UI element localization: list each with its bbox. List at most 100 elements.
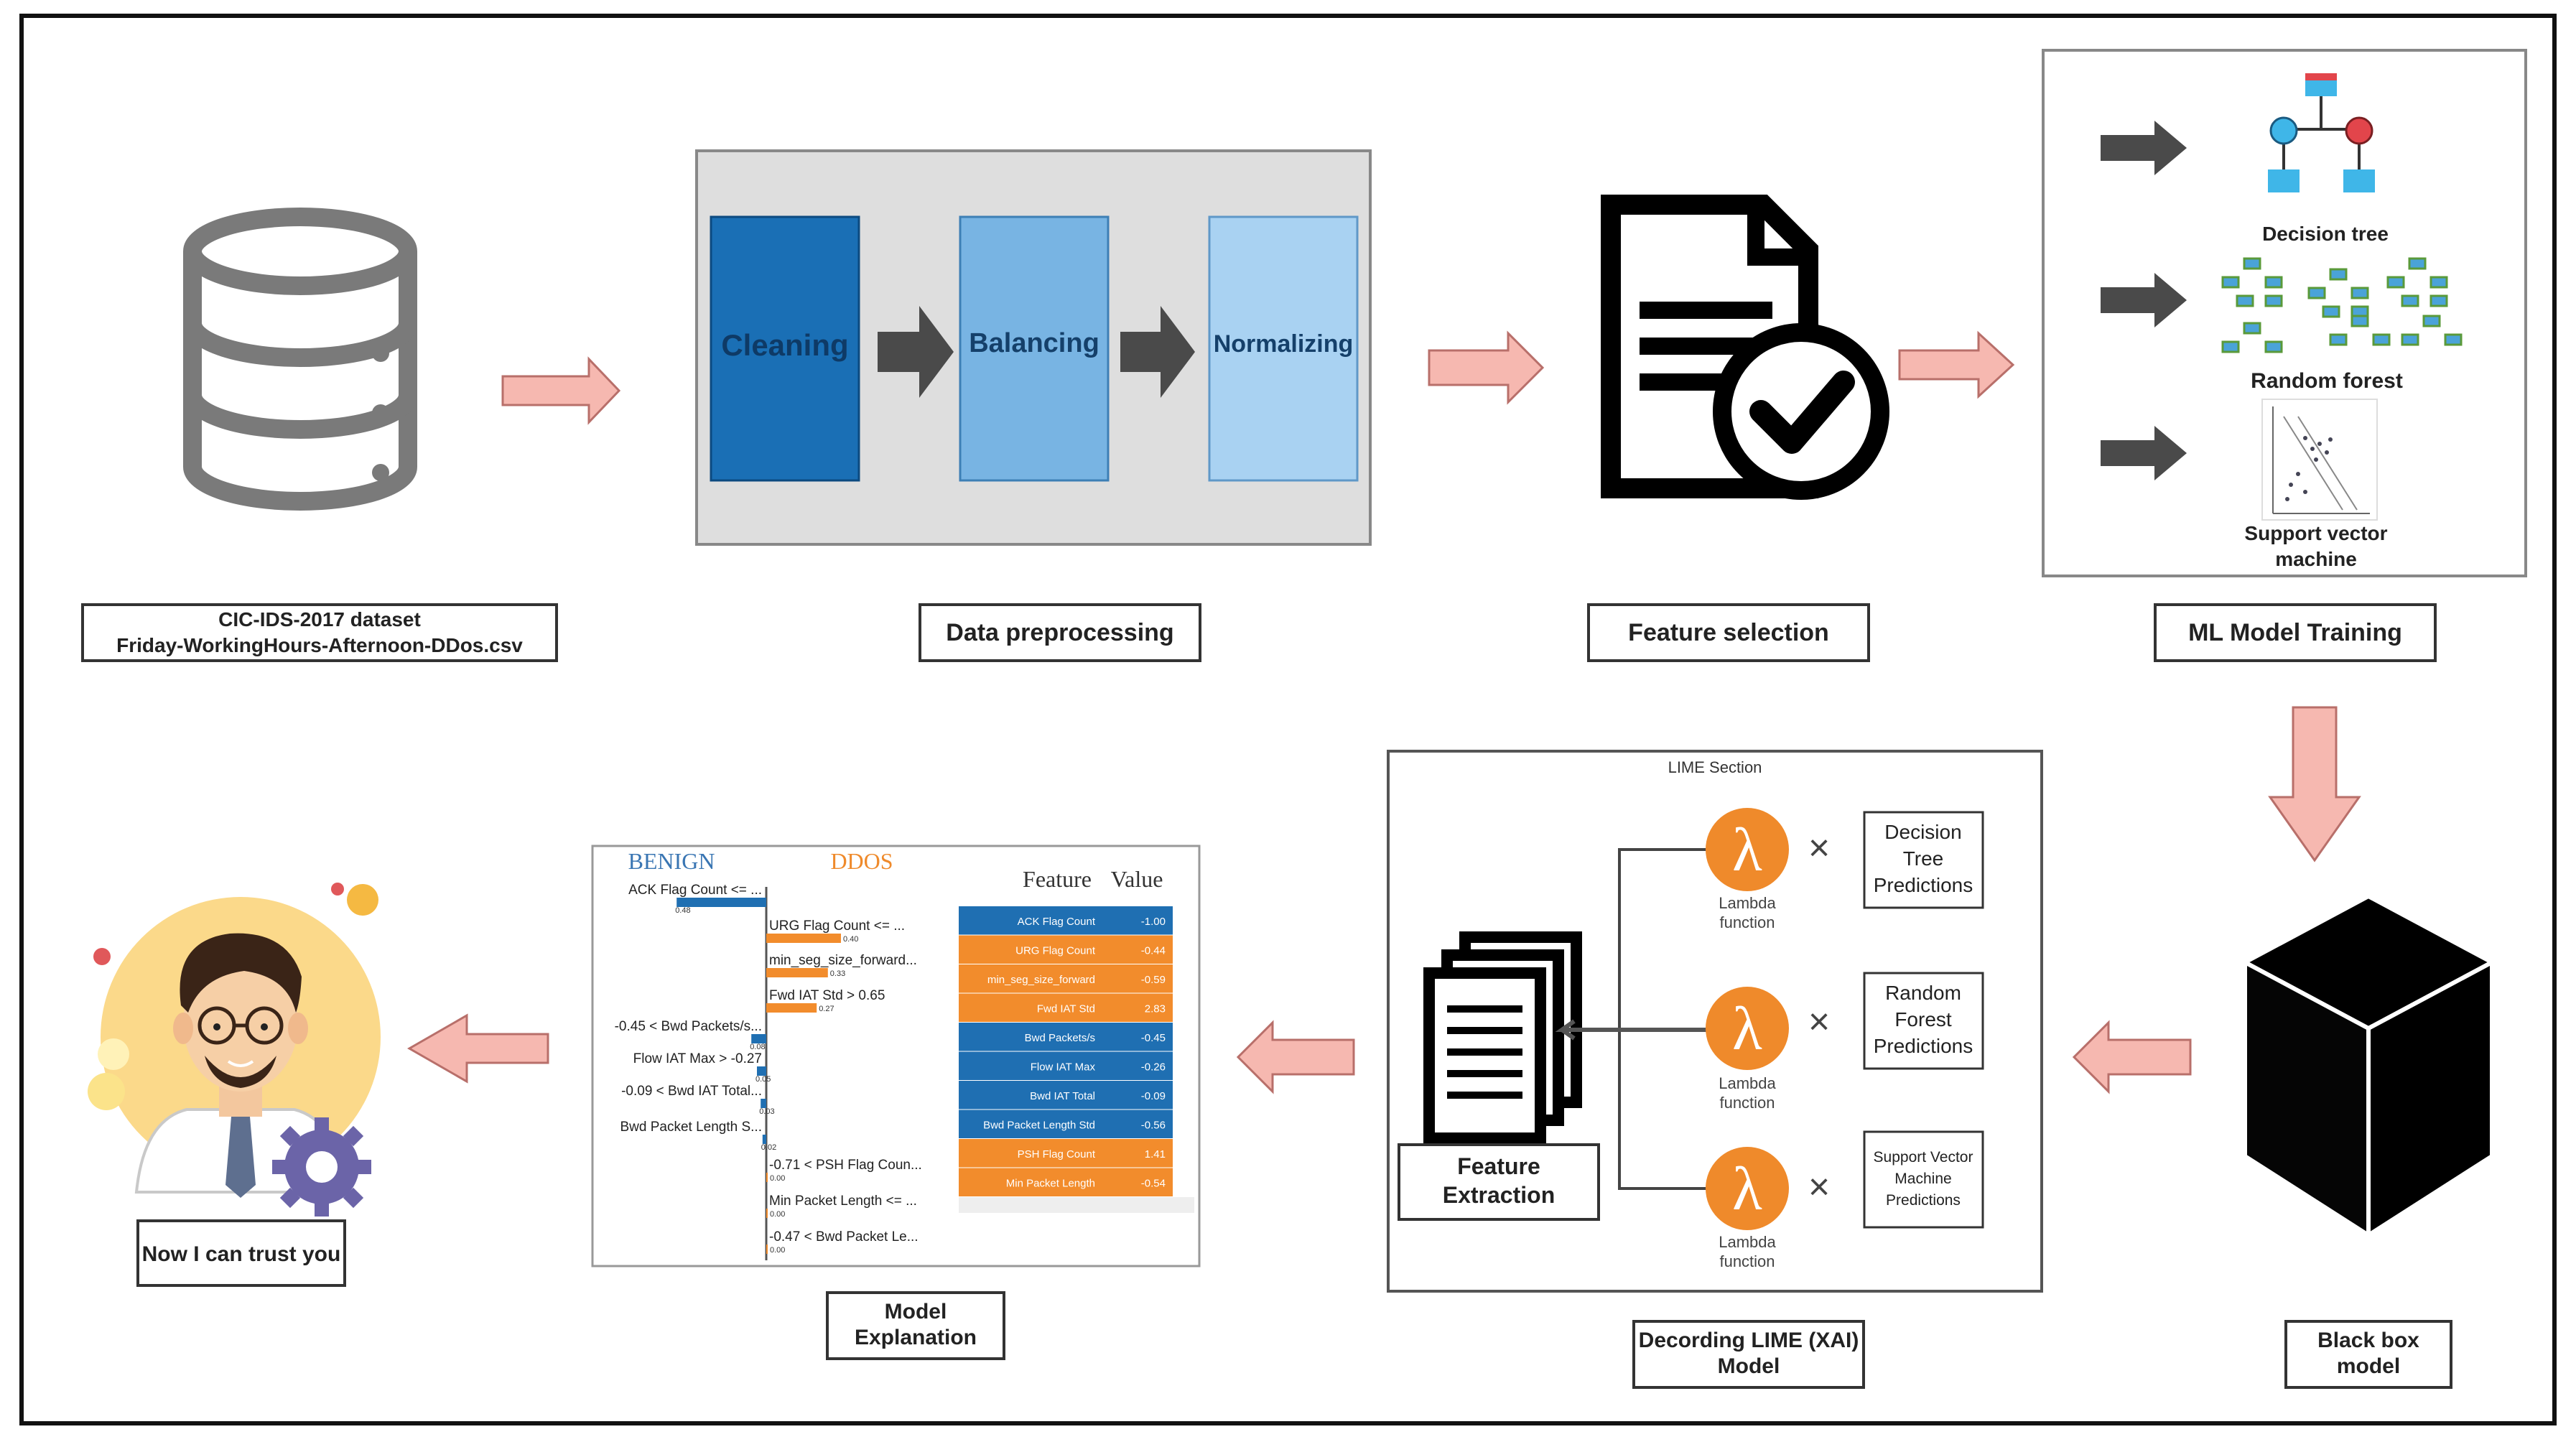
table-feature: Bwd Packets/s	[1025, 1032, 1095, 1044]
benign-bar-value: 0.48	[675, 906, 690, 915]
table-row	[959, 1023, 1173, 1051]
prediction-box-2	[1863, 972, 1984, 1070]
benign-bar-label: -0.09 < Bwd IAT Total...	[621, 1084, 762, 1099]
flow-arrow-6	[406, 1013, 549, 1084]
benign-bar	[751, 1034, 766, 1043]
normalizing-step-label: Normalizing	[1214, 330, 1354, 358]
black-box-label-line2: model	[2337, 1354, 2400, 1378]
table-row	[959, 964, 1173, 993]
prediction-box-1	[1863, 811, 1984, 909]
ddos-bar-label: min_seg_size_forward...	[769, 953, 917, 968]
benign-bar	[757, 1066, 766, 1076]
prediction-2-line1: Random	[1885, 982, 1961, 1004]
lime-model-label-line1: Decording LIME (XAI)	[1639, 1329, 1859, 1352]
document-lines	[1447, 1005, 1522, 1099]
lambda-icon-2	[1706, 987, 1789, 1070]
ddos-bar	[766, 1245, 768, 1254]
table-value: -0.56	[1141, 1120, 1166, 1132]
data-preprocessing-label-box	[919, 603, 1201, 662]
svm-label-line1: Support vector	[2244, 522, 2387, 544]
table-row	[959, 993, 1173, 1022]
data-preprocessing-label: Data preprocessing	[946, 619, 1173, 646]
flow-arrow-down	[2268, 706, 2361, 862]
dataset-label-line1: CIC-IDS-2017 dataset	[218, 608, 421, 631]
flow-arrow-5	[1236, 1020, 1355, 1094]
decision-tree-icon	[2268, 73, 2375, 192]
benign-bar	[761, 1099, 766, 1108]
ddos-bar	[766, 1173, 768, 1182]
ddos-header: DDOS	[830, 848, 893, 874]
times-symbol-2: ×	[1808, 1001, 1830, 1043]
document-check-icon	[1601, 195, 1889, 500]
cleaning-step-label: Cleaning	[721, 328, 848, 362]
ddos-bar	[766, 1209, 768, 1218]
svm-plot-icon	[2261, 399, 2378, 521]
ddos-bar-value: 0.27	[819, 1005, 834, 1013]
gear-icon	[272, 1117, 371, 1217]
ddos-bar-value: 0.00	[770, 1210, 785, 1219]
explanation-bars: ACK Flag Count <= ... 0.48 -0.45 < Bwd Pac…	[615, 883, 922, 1255]
flow-arrow-2	[1428, 330, 1545, 405]
ddos-bar-label: Fwd IAT Std > 0.65	[769, 988, 885, 1003]
lime-model-label-line2: Model	[1718, 1354, 1780, 1378]
table-feature: PSH Flag Count	[1018, 1148, 1096, 1160]
benign-bar-value: 0.03	[759, 1107, 774, 1116]
ddos-bar-value: 0.00	[770, 1246, 785, 1255]
documents-icon	[1423, 931, 1582, 1144]
table-feature: URG Flag Count	[1015, 945, 1096, 957]
svm-label-line2: machine	[2275, 548, 2357, 570]
table-feature: Flow IAT Max	[1031, 1061, 1096, 1074]
black-box-cube-icon	[2240, 893, 2497, 1239]
lambda-caption-1a: Lambda	[1719, 894, 1776, 912]
table-value: -0.44	[1141, 945, 1166, 957]
lambda-symbol-2: λ	[1732, 994, 1762, 1063]
benign-header: BENIGN	[628, 848, 715, 874]
ddos-bar-label: -0.71 < PSH Flag Coun...	[769, 1158, 922, 1173]
table-value: 2.83	[1145, 1003, 1166, 1015]
model-arrow-2	[2101, 273, 2187, 327]
flow-arrow-4	[2072, 1020, 2192, 1094]
dataset-label-box	[81, 603, 558, 662]
extraction-arrow	[1555, 1019, 1709, 1041]
black-box-label-line1: Black box	[2317, 1329, 2419, 1352]
model-arrow-1	[2101, 121, 2187, 175]
lambda-caption-3b: function	[1719, 1252, 1775, 1270]
table-row	[959, 1110, 1173, 1138]
balancing-step	[959, 215, 1110, 482]
model-explanation-label-box	[826, 1291, 1005, 1360]
prediction-box-3	[1863, 1130, 1984, 1229]
table-value: -0.54	[1141, 1178, 1166, 1190]
feature-extraction-box	[1398, 1143, 1600, 1221]
lambda-function-2: λ Lambda function	[1706, 987, 1789, 1112]
ddos-bar-label: URG Flag Count <= ...	[769, 918, 905, 934]
table-header-value: Value	[1111, 866, 1163, 892]
dataset-label-line2: Friday-WorkingHours-Afternoon-DDos.csv	[116, 634, 523, 656]
flow-arrow-1	[501, 356, 621, 425]
prediction-3-line1: Support Vector	[1874, 1149, 1973, 1166]
step-arrow-2	[1120, 306, 1195, 398]
ddos-bar-label: Min Packet Length <= ...	[769, 1194, 917, 1209]
lime-model-label-box	[1632, 1320, 1865, 1389]
model-arrow-3	[2101, 426, 2187, 480]
benign-bar-label: ACK Flag Count <= ...	[628, 883, 762, 898]
normalizing-step	[1208, 215, 1359, 482]
table-header-feature: Feature	[1023, 866, 1092, 892]
table-value: -0.09	[1141, 1090, 1166, 1102]
benign-bar-label: -0.45 < Bwd Packets/s...	[615, 1019, 762, 1034]
ml-training-label-box	[2154, 603, 2437, 662]
table-row	[959, 1139, 1173, 1168]
flow-arrow-3	[1898, 330, 2015, 399]
model-explanation-line1: Model	[885, 1300, 947, 1324]
table-feature: Bwd IAT Total	[1030, 1090, 1095, 1102]
prediction-2-line2: Forest	[1894, 1008, 1952, 1031]
random-forest-label: Random forest	[2251, 369, 2403, 393]
table-feature: Fwd IAT Std	[1037, 1003, 1095, 1015]
black-box-label-box	[2284, 1320, 2452, 1389]
cleaning-step	[710, 215, 860, 482]
table-row	[959, 906, 1173, 935]
ddos-bar-value: 0.40	[843, 935, 858, 944]
ddos-bar	[766, 968, 828, 977]
lambda-function-3: λ Lambda function	[1706, 1147, 1789, 1270]
balancing-step-label: Balancing	[969, 328, 1099, 358]
